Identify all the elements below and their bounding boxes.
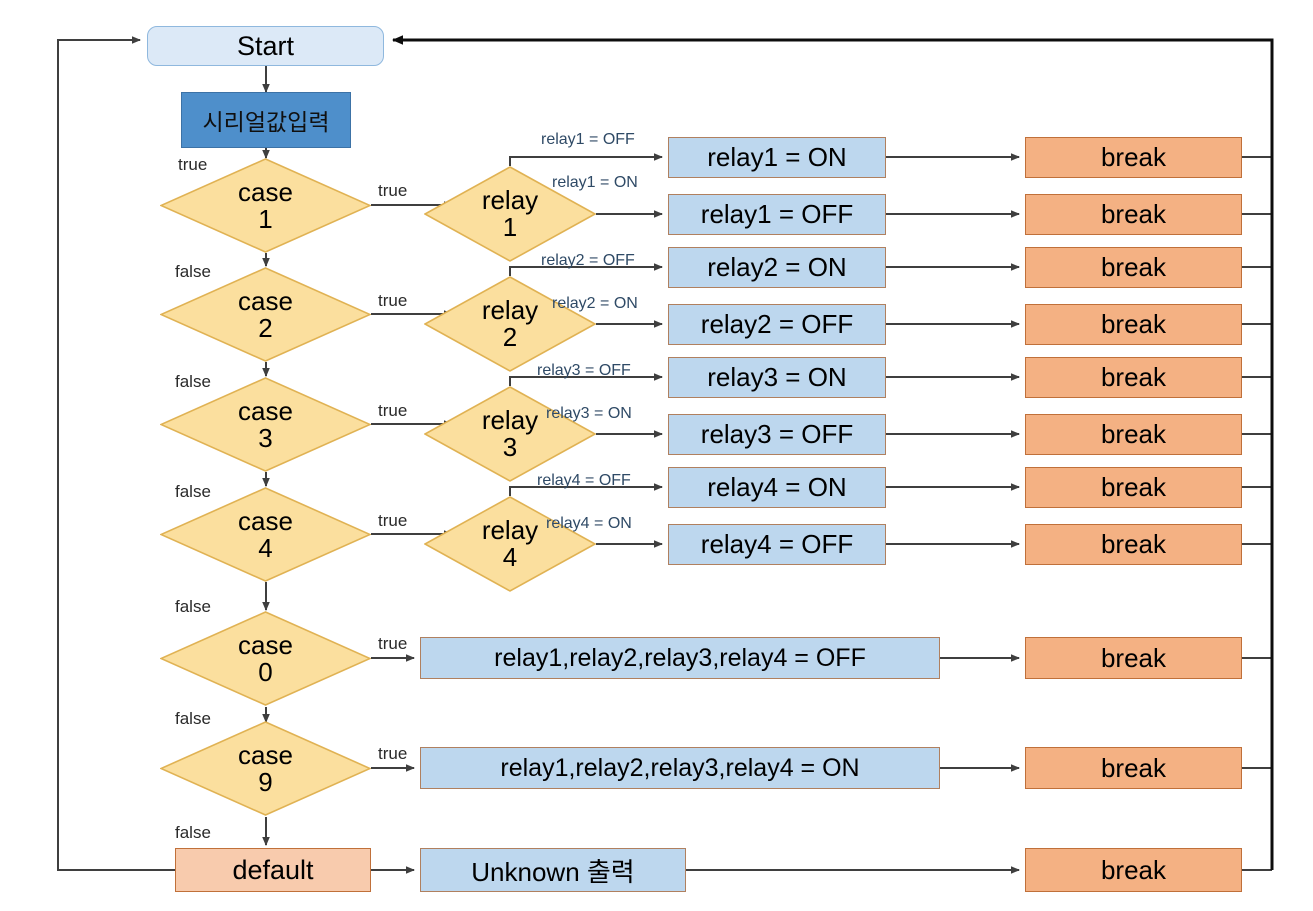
edge-label-case1-false: false	[175, 262, 211, 281]
action-relay2-on[interactable]: relay2 = ON	[668, 247, 886, 288]
edge-label-relay4-off: relay4 = OFF	[537, 472, 631, 489]
edge-label-relay2-off: relay2 = OFF	[541, 252, 635, 269]
action-all-relays-on[interactable]: relay1,relay2,relay3,relay4 = ON	[420, 747, 940, 789]
decision-relay-2[interactable]: relay 2	[424, 276, 596, 372]
edge-label-case4-false: false	[175, 597, 211, 616]
action-unknown-output[interactable]: Unknown 출력	[420, 848, 686, 892]
break-node-5[interactable]: break	[1025, 357, 1242, 398]
break-node-8[interactable]: break	[1025, 524, 1242, 565]
edge-label-case0-true: true	[378, 634, 408, 653]
edge-label-case0-false: false	[175, 709, 211, 728]
decision-case-9[interactable]: case 9	[160, 721, 371, 816]
edge-label-case3-true: true	[378, 401, 408, 420]
action-relay4-on[interactable]: relay4 = ON	[668, 467, 886, 508]
edge-label-relay3-off: relay3 = OFF	[537, 362, 631, 379]
edge-label-relay4-on: relay4 = ON	[546, 515, 632, 532]
edge-label-case1-true: true	[378, 181, 408, 200]
edge-label-case4-true: true	[378, 511, 408, 530]
break-node-7[interactable]: break	[1025, 467, 1242, 508]
edge-label-relay2-on: relay2 = ON	[552, 295, 638, 312]
decision-relay-4[interactable]: relay 4	[424, 496, 596, 592]
action-all-relays-off[interactable]: relay1,relay2,relay3,relay4 = OFF	[420, 637, 940, 679]
edge-label-input-true: true	[178, 155, 208, 174]
break-node-9[interactable]: break	[1025, 637, 1242, 679]
break-node-4[interactable]: break	[1025, 304, 1242, 345]
break-node-11[interactable]: break	[1025, 848, 1242, 892]
action-relay3-on[interactable]: relay3 = ON	[668, 357, 886, 398]
edge-label-case2-true: true	[378, 291, 408, 310]
serial-input-node[interactable]: 시리얼값입력	[181, 92, 351, 148]
decision-relay-3[interactable]: relay 3	[424, 386, 596, 482]
break-node-3[interactable]: break	[1025, 247, 1242, 288]
action-relay3-off[interactable]: relay3 = OFF	[668, 414, 886, 455]
edge-label-case9-false: false	[175, 823, 211, 842]
start-node[interactable]: Start	[147, 26, 384, 66]
break-node-10[interactable]: break	[1025, 747, 1242, 789]
break-node-6[interactable]: break	[1025, 414, 1242, 455]
decision-case-0[interactable]: case 0	[160, 611, 371, 706]
action-relay1-on[interactable]: relay1 = ON	[668, 137, 886, 178]
edge-label-relay3-on: relay3 = ON	[546, 405, 632, 422]
edge-label-case2-false: false	[175, 372, 211, 391]
break-node-2[interactable]: break	[1025, 194, 1242, 235]
action-relay4-off[interactable]: relay4 = OFF	[668, 524, 886, 565]
edge-label-case3-false: false	[175, 482, 211, 501]
action-relay2-off[interactable]: relay2 = OFF	[668, 304, 886, 345]
default-node[interactable]: default	[175, 848, 371, 892]
edge-label-relay1-on: relay1 = ON	[552, 174, 638, 191]
action-relay1-off[interactable]: relay1 = OFF	[668, 194, 886, 235]
edge-label-case9-true: true	[378, 744, 408, 763]
break-node-1[interactable]: break	[1025, 137, 1242, 178]
edge-label-relay1-off: relay1 = OFF	[541, 131, 635, 148]
